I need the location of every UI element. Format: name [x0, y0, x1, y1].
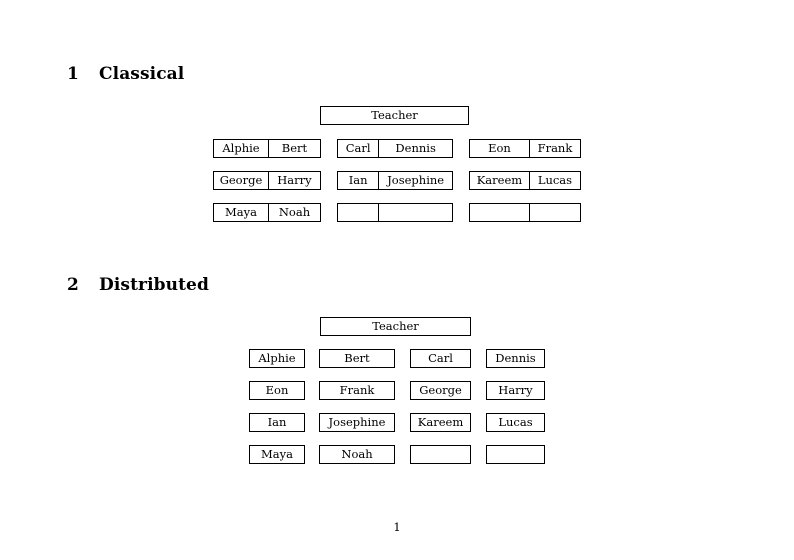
page-number: 1	[393, 520, 401, 534]
name-box: Ian	[249, 413, 305, 432]
name-cell: Josephine	[378, 172, 452, 189]
section-title: Distributed	[99, 275, 209, 295]
teacher-box-distributed: Teacher	[320, 317, 471, 336]
name-cell: Carl	[345, 141, 371, 155]
name-cell	[378, 204, 452, 221]
name-box: George	[410, 381, 471, 400]
name-box: Eon	[249, 381, 305, 400]
name-box: Josephine	[319, 413, 395, 432]
name-cell: Alphie	[222, 141, 260, 155]
name-cell	[338, 204, 378, 221]
name-box: Lucas	[486, 413, 545, 432]
group-row: Ian Josephine	[337, 171, 453, 190]
teacher-box-classical: Teacher	[320, 106, 469, 125]
section-heading-classical: 1 Classical	[67, 64, 184, 84]
name-cell: Frank	[528, 140, 580, 157]
section-heading-distributed: 2 Distributed	[67, 275, 209, 295]
group-row	[469, 203, 581, 222]
name-cell: Harry	[267, 172, 320, 189]
name-cell: Noah	[267, 204, 320, 221]
group-row: Maya Noah	[213, 203, 321, 222]
name-cell: George	[219, 173, 263, 187]
group-row	[337, 203, 453, 222]
section-number: 1	[67, 64, 79, 84]
name-cell: Bert	[267, 140, 320, 157]
name-cell: Lucas	[528, 172, 580, 189]
section-number: 2	[67, 275, 79, 295]
group-row: George Harry	[213, 171, 321, 190]
name-box: Dennis	[486, 349, 545, 368]
name-box: Bert	[319, 349, 395, 368]
name-cell: Ian	[348, 173, 368, 187]
section-title: Classical	[99, 64, 185, 84]
group-row: Carl Dennis	[337, 139, 453, 158]
name-box	[486, 445, 545, 464]
name-box: Kareem	[410, 413, 471, 432]
group-row: Kareem Lucas	[469, 171, 581, 190]
name-box: Alphie	[249, 349, 305, 368]
name-box: Noah	[319, 445, 395, 464]
name-cell: Dennis	[378, 140, 452, 157]
name-cell: Eon	[488, 141, 511, 155]
name-box: Frank	[319, 381, 395, 400]
name-cell	[470, 204, 529, 221]
name-cell: Kareem	[476, 173, 523, 187]
name-box: Maya	[249, 445, 305, 464]
name-cell: Maya	[224, 205, 257, 219]
name-box: Carl	[410, 349, 471, 368]
group-row: Eon Frank	[469, 139, 581, 158]
group-row: Alphie Bert	[213, 139, 321, 158]
name-cell	[528, 204, 580, 221]
name-box	[410, 445, 471, 464]
name-box: Harry	[486, 381, 545, 400]
